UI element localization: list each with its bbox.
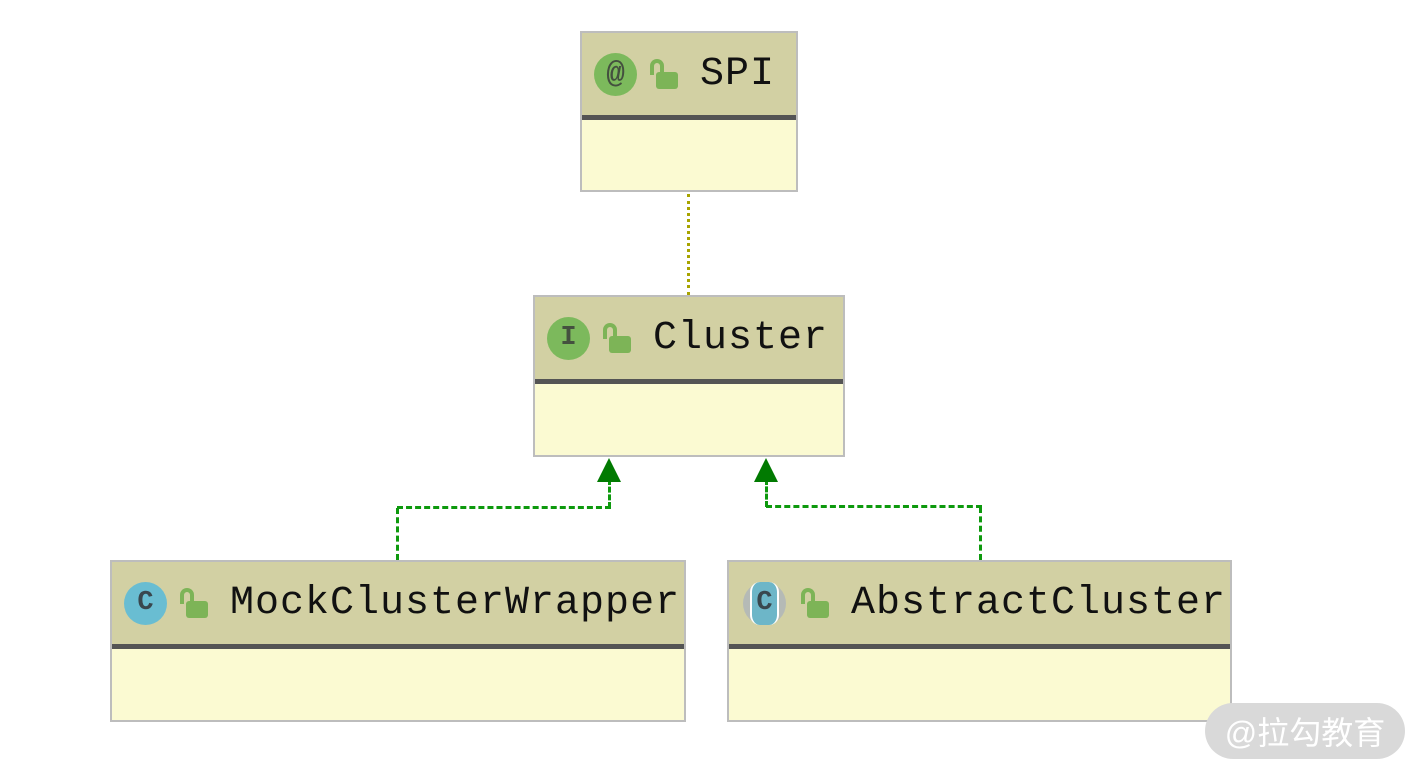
class-node-abstractcluster[interactable]: C AbstractCluster	[727, 560, 1232, 722]
abstract-class-icon: C	[741, 581, 788, 625]
node-separator	[112, 644, 684, 649]
public-visibility-lock-icon	[180, 588, 208, 618]
node-header: I Cluster	[535, 297, 843, 379]
annotation-icon: @	[594, 52, 637, 96]
implements-arrowhead-icon	[597, 458, 621, 482]
node-header: C AbstractCluster	[729, 562, 1230, 644]
node-label: SPI	[700, 51, 776, 97]
class-node-spi[interactable]: @ SPI	[580, 31, 798, 192]
edge-mock-implements-cluster-segment	[396, 508, 399, 560]
edge-mock-implements-cluster-segment	[608, 479, 611, 508]
class-icon: C	[124, 581, 167, 625]
node-label: MockClusterWrapper	[230, 580, 681, 626]
node-members-section	[582, 120, 796, 190]
public-visibility-lock-icon	[603, 323, 631, 353]
watermark-badge: @拉勾教育	[1205, 703, 1405, 759]
node-label: Cluster	[653, 315, 829, 361]
implements-arrowhead-icon	[754, 458, 778, 482]
public-visibility-lock-icon	[650, 59, 678, 89]
edge-abstract-implements-cluster-segment	[766, 505, 982, 508]
node-members-section	[729, 649, 1230, 720]
edge-abstract-implements-cluster-segment	[979, 507, 982, 560]
edge-mock-implements-cluster-segment	[397, 506, 611, 509]
edge-abstract-implements-cluster-segment	[765, 479, 768, 507]
interface-icon: I	[547, 316, 590, 360]
node-label: AbstractCluster	[851, 580, 1227, 626]
class-node-cluster[interactable]: I Cluster	[533, 295, 845, 457]
public-visibility-lock-icon	[801, 588, 829, 618]
node-header: C MockClusterWrapper	[112, 562, 684, 644]
node-header: @ SPI	[582, 33, 796, 115]
node-members-section	[535, 384, 843, 455]
node-separator	[729, 644, 1230, 649]
edge-cluster-to-spi-dotted-line	[687, 194, 690, 295]
node-separator	[535, 379, 843, 384]
node-separator	[582, 115, 796, 120]
class-node-mockclusterwrapper[interactable]: C MockClusterWrapper	[110, 560, 686, 722]
node-members-section	[112, 649, 684, 720]
